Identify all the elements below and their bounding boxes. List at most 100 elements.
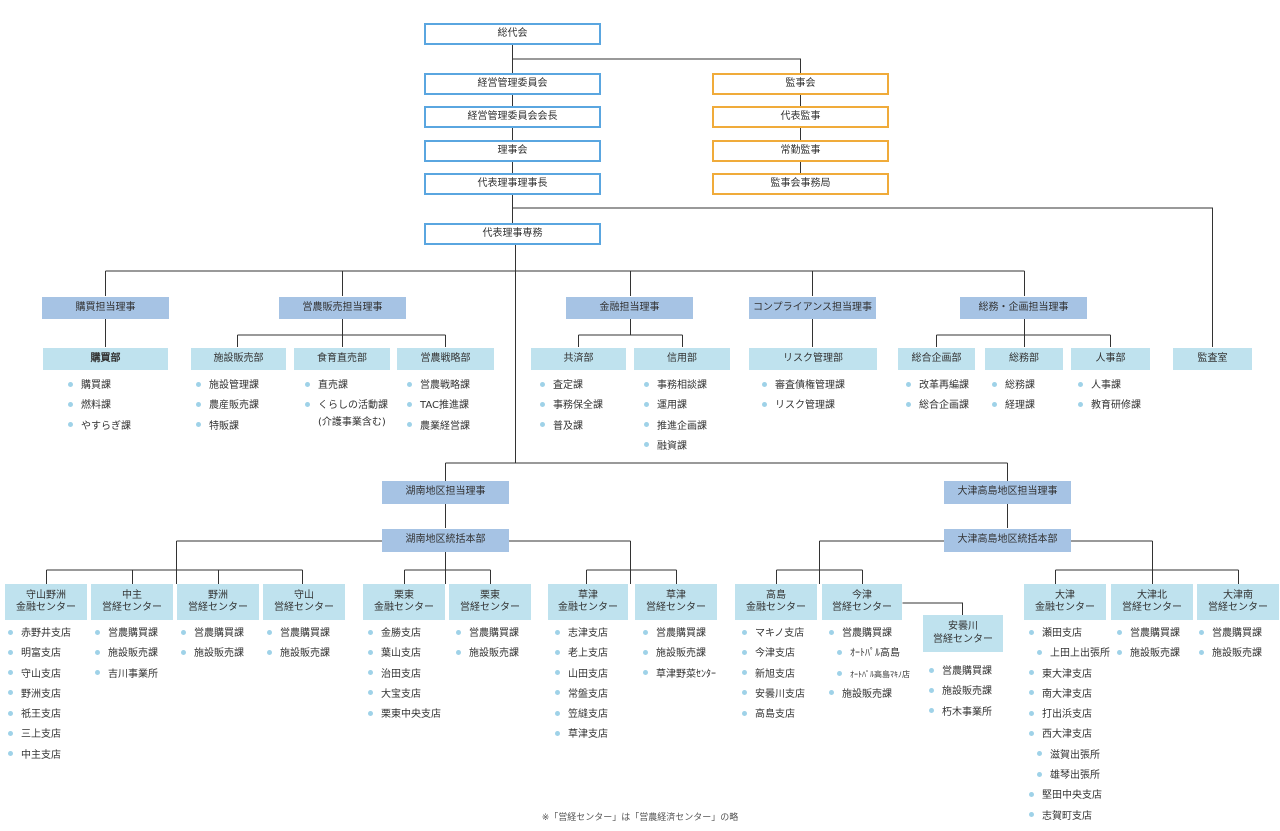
dept-list: 査定課事務保全課普及課 xyxy=(540,376,603,437)
list-item-label: 東大津支店 xyxy=(1042,668,1092,680)
list-item: 上田上出張所 xyxy=(1029,644,1110,664)
dept-shokuiku: 食育直売部 xyxy=(294,348,390,370)
bullet-icon xyxy=(1199,629,1204,635)
center-yasu-eikei: 野洲 営経センター xyxy=(177,584,259,620)
center-list: 志津支店老上支店山田支店常盤支店笠縫支店草津支店 xyxy=(555,624,608,746)
list-item-label: 南大津支店 xyxy=(1042,688,1092,700)
list-item-label: 施設販売課 xyxy=(942,686,992,698)
list-item-label: 安曇川支店 xyxy=(755,688,805,700)
bullet-icon xyxy=(305,401,310,407)
bullet-icon xyxy=(540,401,545,407)
list-item-label: 吉川事業所 xyxy=(108,668,158,680)
list-item: 営農購買課 xyxy=(929,662,992,682)
daihyo-senmu-box: 代表理事専務 xyxy=(424,223,601,245)
list-item-label: ｵｰﾄﾊﾟﾙ高島ﾏｷﾉ店 xyxy=(850,669,910,679)
list-item-label: 志賀町支店 xyxy=(1042,810,1092,822)
list-item: 堅田中央支店 xyxy=(1029,786,1110,806)
list-item: 直売課 xyxy=(305,376,388,396)
bullet-icon xyxy=(95,629,100,635)
bullet-icon xyxy=(368,629,373,635)
list-item: ｵｰﾄﾊﾟﾙ高島 xyxy=(829,644,910,664)
list-item-label: 人事課 xyxy=(1091,380,1121,391)
dept-list: 直売課くらしの活動課(介護事業含む) xyxy=(305,376,388,431)
list-item: 総合企画課 xyxy=(906,396,969,416)
bullet-icon xyxy=(368,690,373,696)
bullet-icon xyxy=(8,649,13,655)
list-item: 営農戦略課 xyxy=(407,376,470,396)
list-item-label: 堅田中央支店 xyxy=(1042,790,1102,802)
bullet-icon xyxy=(644,422,649,428)
bullet-icon xyxy=(368,649,373,655)
bullet-icon xyxy=(1199,649,1204,655)
center-list: 営農購買課施設販売課草津野菜ｾﾝﾀｰ xyxy=(643,624,716,685)
list-item: 東大津支店 xyxy=(1029,665,1110,685)
list-item: 施設販売課 xyxy=(181,644,244,664)
list-item: 施設販売課 xyxy=(1117,644,1180,664)
list-item-label: 滋賀出張所 xyxy=(1050,749,1100,761)
list-item: 融資課 xyxy=(644,437,707,457)
bullet-icon xyxy=(196,381,201,387)
bullet-icon xyxy=(1117,649,1122,655)
list-item-label: リスク管理課 xyxy=(775,400,835,412)
list-item-label: 農業経営課 xyxy=(420,420,470,432)
list-item: 営農購買課 xyxy=(1117,624,1180,644)
bullet-icon xyxy=(829,629,834,635)
dept-kobai: 購買部 xyxy=(43,348,168,370)
list-item: 総務課 xyxy=(992,376,1035,396)
list-item-label: 山田支店 xyxy=(568,668,608,680)
list-item-label: 営農購買課 xyxy=(108,628,158,639)
daihyo-rijicho-box: 代表理事理事長 xyxy=(424,173,601,195)
center-list: 営農購買課施設販売課 xyxy=(1199,624,1262,665)
list-item: 施設販売課 xyxy=(267,644,330,664)
list-item-label: 施設販売課 xyxy=(656,648,706,660)
director-otsu: 大津高島地区担当理事 xyxy=(944,481,1071,504)
list-item: 赤野井支店 xyxy=(8,624,71,644)
center-chuzu-eikei: 中主 営経センター xyxy=(91,584,173,620)
dept-risk: リスク管理部 xyxy=(749,348,877,370)
bullet-icon xyxy=(540,422,545,428)
list-item-label: 営農購買課 xyxy=(842,628,892,639)
list-item-label: 営農購買課 xyxy=(1130,628,1180,639)
list-item-label: 明富支店 xyxy=(21,648,61,660)
bullet-icon xyxy=(742,670,747,676)
dept-list: 総務課経理課 xyxy=(992,376,1035,417)
bullet-icon xyxy=(762,401,767,407)
list-item: 教育研修課 xyxy=(1078,396,1141,416)
bullet-icon xyxy=(1037,771,1042,777)
bullet-icon xyxy=(1029,670,1034,676)
center-adogawa-eikei: 安曇川 営経センター xyxy=(923,615,1003,652)
list-item-label: 三上支店 xyxy=(21,729,61,741)
list-item-label: 大宝支店 xyxy=(381,688,421,700)
list-item: 農産販売課 xyxy=(196,396,259,416)
list-item-label: 雄琴出張所 xyxy=(1050,770,1100,782)
bullet-icon xyxy=(555,710,560,716)
dept-list: 審査債権管理課リスク管理課 xyxy=(762,376,845,417)
center-list: 瀬田支店上田上出張所東大津支店南大津支店打出浜支店西大津支店滋賀出張所雄琴出張所… xyxy=(1029,624,1110,827)
bullet-icon xyxy=(1037,649,1042,655)
director-einou: 営農販売担当理事 xyxy=(279,297,406,319)
list-item-label: 金勝支店 xyxy=(381,628,421,639)
list-item: 事務保全課 xyxy=(540,396,603,416)
list-item-label: 施設販売課 xyxy=(194,648,244,660)
list-item-label: 守山支店 xyxy=(21,668,61,680)
bullet-icon xyxy=(837,649,842,655)
list-item: 査定課 xyxy=(540,376,603,396)
list-item: 推進企画課 xyxy=(644,417,707,437)
list-item-label: 草津野菜ｾﾝﾀｰ xyxy=(656,668,716,680)
list-item: やすらぎ課 xyxy=(68,417,131,437)
bullet-icon xyxy=(68,381,73,387)
bullet-icon xyxy=(644,381,649,387)
list-item: マキノ支店 xyxy=(742,624,805,644)
list-item: 施設販売課 xyxy=(829,685,910,705)
bullet-icon xyxy=(407,422,412,428)
bullet-icon xyxy=(1029,812,1034,818)
center-otsukita-eikei: 大津北 営経センター xyxy=(1111,584,1193,620)
list-item: 三上支店 xyxy=(8,725,71,745)
bullet-icon xyxy=(1029,791,1034,797)
list-item-label: 改革再編課 xyxy=(919,380,969,391)
list-item-label: 治田支店 xyxy=(381,668,421,680)
list-item-label: 施設販売課 xyxy=(280,648,330,660)
list-item: 施設管理課 xyxy=(196,376,259,396)
list-item: 営農購買課 xyxy=(267,624,330,644)
dept-list: 購買課燃料課やすらぎ課 xyxy=(68,376,131,437)
